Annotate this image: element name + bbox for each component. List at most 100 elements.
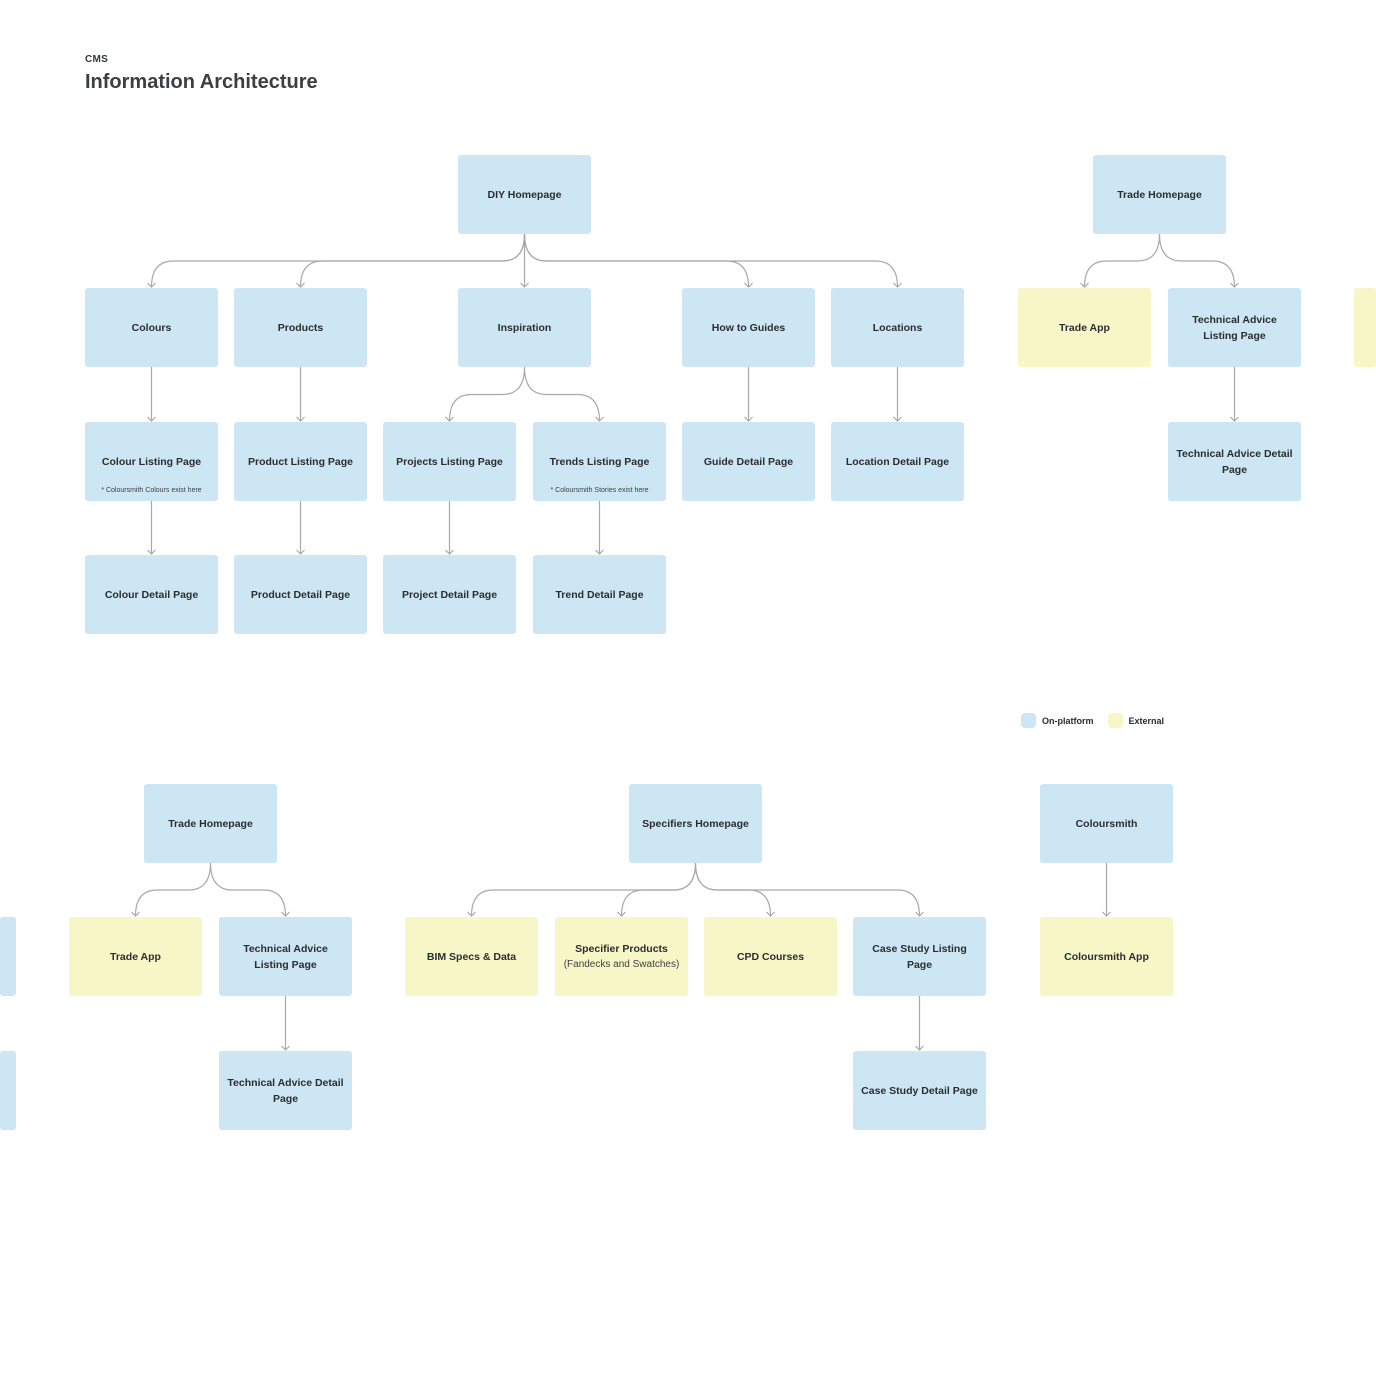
connector-arrowhead (893, 282, 902, 288)
node-trade-app[interactable]: Trade App (69, 917, 202, 996)
node-label: Trade Homepage (1117, 188, 1202, 201)
connector-line (1083, 233, 1161, 288)
node-coloursmith[interactable]: Coloursmith (1040, 784, 1173, 863)
node-colour-detail-page[interactable]: Colour Detail Page (85, 555, 218, 634)
connector-arrowhead (296, 282, 305, 288)
node-label: Case Study Listing Page (872, 942, 967, 971)
legend-label-external: External (1128, 715, 1165, 726)
node-label: Products (277, 321, 324, 334)
node-inspiration[interactable]: Inspiration (458, 288, 591, 367)
node-label: Technical Advice Detail Page (227, 1076, 344, 1105)
node-label: Project Detail Page (401, 588, 498, 601)
connector-arrowhead (520, 282, 529, 288)
node-products[interactable]: Products (234, 288, 367, 367)
node-label: Case Study Detail Page (861, 1084, 978, 1097)
node-label: Trade Homepage (168, 817, 253, 830)
node-colour-listing-page[interactable]: Colour Listing Page * Coloursmith Colour… (85, 422, 218, 501)
node-product-detail-page[interactable]: Product Detail Page (234, 555, 367, 634)
node-cpd-courses[interactable]: CPD Courses (704, 917, 837, 996)
node-trade-homepage[interactable]: Trade Homepage (144, 784, 277, 863)
connector-arrowhead (744, 416, 753, 422)
node-label: Technical Advice Listing Page (1192, 313, 1277, 342)
node-trend-detail-page[interactable]: Trend Detail Page (533, 555, 666, 634)
connector-arrowhead (467, 911, 476, 917)
legend-swatch-external (1107, 713, 1123, 728)
node-label: Locations (872, 321, 923, 334)
node-coloursmith-app[interactable]: Coloursmith App (1040, 917, 1173, 996)
node-label: Inspiration (497, 321, 552, 334)
connector-line (134, 862, 212, 917)
node-trade-app[interactable]: Trade App (1018, 288, 1151, 367)
node-case-study-detail-page[interactable]: Case Study Detail Page (853, 1051, 986, 1130)
connector-arrowhead (595, 416, 604, 422)
connector-arrowhead (617, 911, 626, 917)
node-projects-listing-page[interactable]: Projects Listing Page (383, 422, 516, 501)
page-title: Information Architecture (85, 71, 318, 93)
legend-swatch-on-platform (1021, 713, 1036, 728)
node-locations[interactable]: Locations (831, 288, 964, 367)
node-sublabel: (Fandecks and Swatches) (563, 958, 680, 970)
node-label: Product Listing Page (247, 455, 353, 468)
connector-line (209, 862, 287, 917)
node-label: Coloursmith App (1064, 950, 1149, 963)
node-note: * Coloursmith Colours exist here (101, 487, 202, 494)
node-technical-advice-listing-page[interactable]: Technical Advice Listing Page (219, 917, 352, 996)
connector-arrowhead (915, 911, 924, 917)
connector-line (299, 233, 526, 288)
connector-arrowhead (1230, 282, 1239, 288)
node-how-to-guides[interactable]: How to Guides (682, 288, 815, 367)
connector-line (448, 366, 526, 422)
node-technical-advice-listing-page[interactable]: Technical Advice Listing Page (1168, 288, 1301, 367)
node-technical-advice-detail-page[interactable]: Technical Advice Detail Page (1168, 422, 1301, 501)
node-label: Coloursmith (1075, 817, 1138, 830)
node-product-listing-page[interactable]: Product Listing Page (234, 422, 367, 501)
node-label: Specifier Products (575, 942, 668, 955)
node-label: Colours (131, 321, 172, 334)
connector-arrowhead (915, 1045, 924, 1051)
connector-arrowhead (445, 416, 454, 422)
node-label: CPD Courses (736, 950, 805, 963)
offscreen-node-fragment (0, 917, 16, 996)
offscreen-node-fragment (1354, 288, 1376, 367)
node-trends-listing-page[interactable]: Trends Listing Page * Coloursmith Storie… (533, 422, 666, 501)
connector-arrowhead (744, 282, 753, 288)
node-technical-advice-detail-page[interactable]: Technical Advice Detail Page (219, 1051, 352, 1130)
node-label: How to Guides (711, 321, 786, 334)
connector-arrowhead (1102, 911, 1111, 917)
node-label: BIM Specs & Data (426, 950, 517, 963)
node-specifiers-homepage[interactable]: Specifiers Homepage (629, 784, 762, 863)
node-project-detail-page[interactable]: Project Detail Page (383, 555, 516, 634)
node-guide-detail-page[interactable]: Guide Detail Page (682, 422, 815, 501)
connector-arrowhead (766, 911, 775, 917)
connector-arrowhead (281, 911, 290, 917)
connector-arrowhead (296, 416, 305, 422)
node-bim-specs-data[interactable]: BIM Specs & Data (405, 917, 538, 996)
connector-arrowhead (445, 549, 454, 555)
connector-arrowhead (147, 282, 156, 288)
connector-line (523, 233, 899, 288)
legend: On-platform External (1021, 713, 1172, 728)
node-label: Guide Detail Page (703, 455, 794, 468)
connector-arrowhead (131, 911, 140, 917)
node-location-detail-page[interactable]: Location Detail Page (831, 422, 964, 501)
legend-label-on-platform: On-platform (1042, 715, 1094, 726)
node-label: Technical Advice Listing Page (243, 942, 328, 971)
node-label: DIY Homepage (487, 188, 562, 201)
node-trade-homepage[interactable]: Trade Homepage (1093, 155, 1226, 234)
node-specifier-products[interactable]: Specifier Products (Fandecks and Swatche… (555, 917, 688, 996)
node-label: Technical Advice Detail Page (1176, 447, 1293, 476)
connector-line (523, 366, 601, 422)
connector-line (1158, 233, 1236, 288)
node-note: * Coloursmith Stories exist here (550, 487, 649, 494)
node-diy-homepage[interactable]: DIY Homepage (458, 155, 591, 234)
node-colours[interactable]: Colours (85, 288, 218, 367)
node-case-study-listing-page[interactable]: Case Study Listing Page (853, 917, 986, 996)
connector-arrowhead (595, 549, 604, 555)
node-label: Trade App (1059, 321, 1110, 334)
node-label: Colour Detail Page (104, 588, 199, 601)
node-label: Trade App (110, 950, 161, 963)
node-label: Trends Listing Page (549, 455, 650, 468)
connector-arrowhead (1230, 416, 1239, 422)
node-label: Colour Listing Page (101, 455, 202, 468)
